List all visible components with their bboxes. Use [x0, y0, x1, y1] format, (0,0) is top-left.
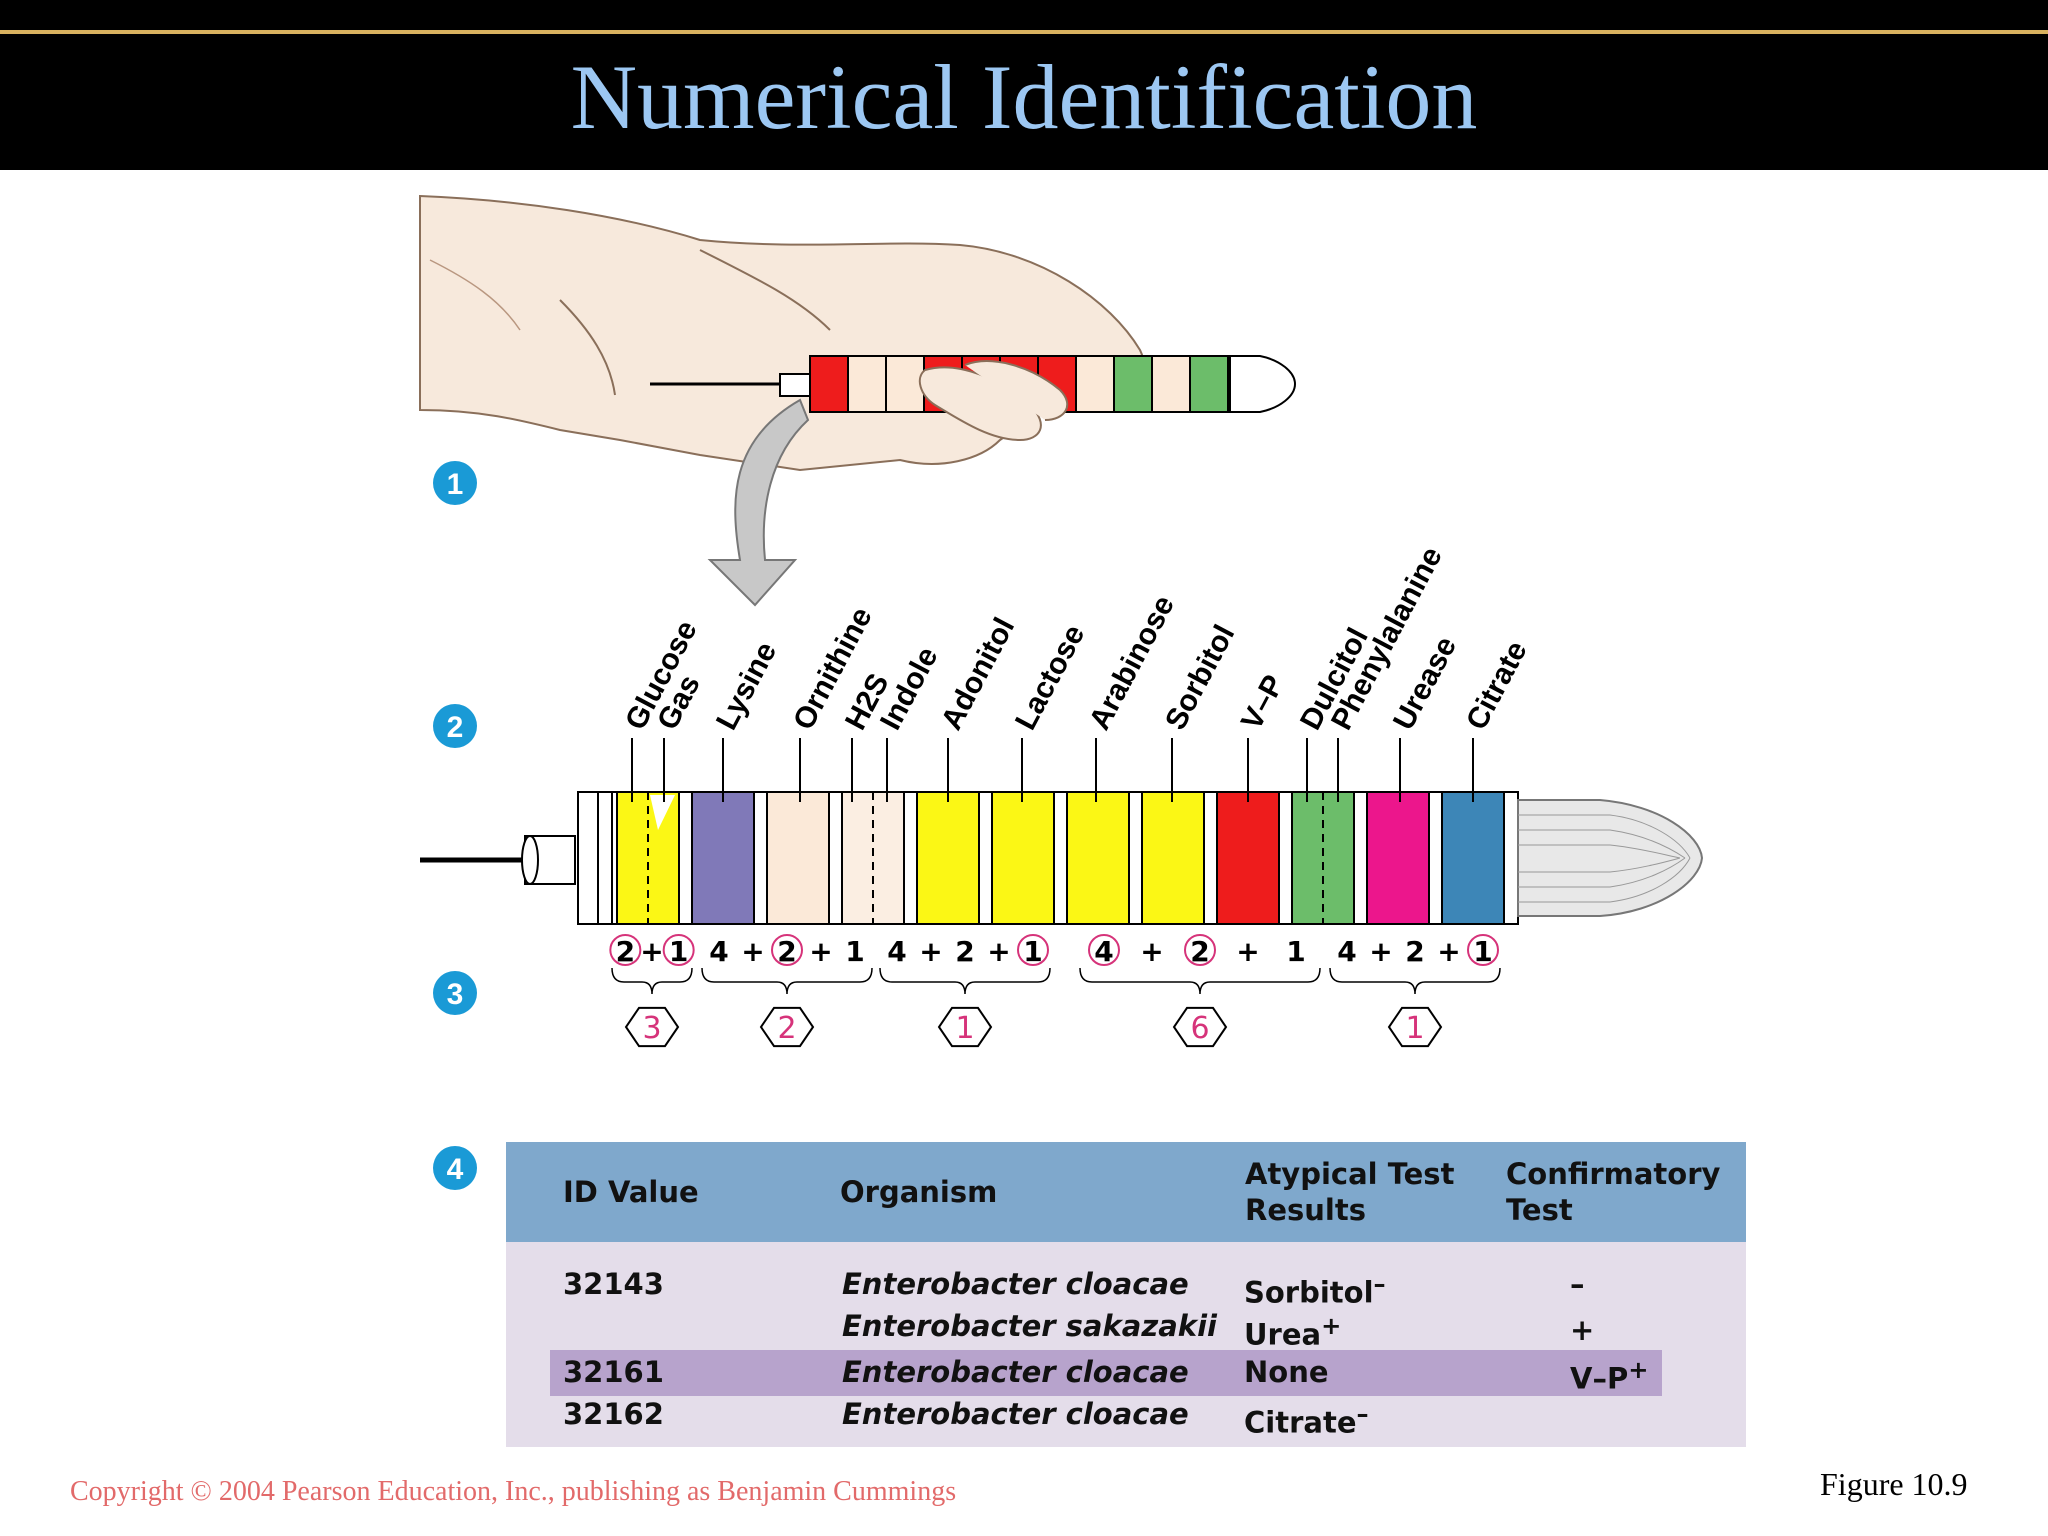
- header-confirm-line1: Confirmatory: [1506, 1156, 1720, 1192]
- table-header: ID Value Organism Atypical Test Results …: [506, 1142, 1746, 1242]
- score-token: 4: [709, 935, 728, 968]
- compartment-lactose: [992, 792, 1054, 924]
- svg-text:1: 1: [447, 468, 464, 501]
- score-brace: [1080, 968, 1320, 994]
- group-total: 6: [1190, 1011, 1209, 1046]
- score-token: +: [741, 935, 764, 968]
- cell-confirm: –: [1570, 1266, 1585, 1302]
- small-tube-segment: [1152, 356, 1190, 412]
- cell-atypical: Sorbitol–: [1244, 1266, 1386, 1311]
- score-token: 2: [1190, 935, 1209, 968]
- score-token: 1: [669, 935, 688, 968]
- header-confirm-line2: Test: [1506, 1192, 1573, 1228]
- compartment-arabinose: [1067, 792, 1129, 924]
- header-atypical-line2: Results: [1245, 1192, 1366, 1228]
- tube-inlet-cap: [598, 792, 612, 924]
- compartment-citrate: [1442, 792, 1504, 924]
- test-label: Citrate: [1460, 636, 1534, 735]
- enterotube: [420, 792, 1702, 924]
- score-token: +: [1236, 935, 1259, 968]
- cell-atypical: None: [1244, 1354, 1329, 1390]
- score-token: 1: [845, 935, 864, 968]
- step-2-badge: 2: [433, 704, 477, 748]
- score-token: +: [640, 935, 663, 968]
- score-brace: [702, 968, 872, 994]
- score-row: 2+134+2+124+2+114+2+164+2+11: [610, 935, 1500, 1046]
- step-4-badge: 4: [433, 1146, 477, 1190]
- group-total: 2: [777, 1011, 796, 1046]
- cell-id: 32161: [563, 1354, 664, 1390]
- score-token: +: [919, 935, 942, 968]
- score-token: 2: [955, 935, 974, 968]
- compartment-ornithine: [767, 792, 829, 924]
- small-tube-segment: [848, 356, 886, 412]
- test-label: Adonitol: [935, 612, 1021, 735]
- score-token: 1: [1286, 935, 1305, 968]
- cell-organism: Enterobacter cloacae: [842, 1354, 1189, 1390]
- compartment-lysine: [692, 792, 754, 924]
- header-atypical-line1: Atypical Test: [1245, 1156, 1454, 1192]
- score-brace: [612, 968, 692, 994]
- cell-organism: Enterobacter cloacae: [842, 1266, 1189, 1302]
- step-3-badge: 3: [433, 971, 477, 1015]
- cell-organism: Enterobacter sakazakii: [842, 1308, 1217, 1344]
- score-token: +: [1437, 935, 1460, 968]
- score-token: +: [987, 935, 1010, 968]
- score-token: 1: [1473, 935, 1492, 968]
- compartment-sorbitol: [1142, 792, 1204, 924]
- cell-atypical: Urea+: [1244, 1308, 1341, 1353]
- test-label: V–P: [1235, 670, 1291, 736]
- small-tube-segment: [1114, 356, 1152, 412]
- test-label: Lysine: [710, 637, 783, 735]
- small-tube-segment: [886, 356, 924, 412]
- score-token: +: [1140, 935, 1163, 968]
- group-total: 1: [955, 1011, 974, 1046]
- cell-organism: Enterobacter cloacae: [842, 1396, 1189, 1432]
- svg-text:4: 4: [447, 1153, 464, 1186]
- score-token: 1: [1023, 935, 1042, 968]
- small-tube-segment: [1076, 356, 1114, 412]
- score-brace: [880, 968, 1050, 994]
- test-label: Sorbitol: [1159, 620, 1241, 736]
- step-1-badge: 1: [433, 461, 477, 505]
- small-tube-segment: [1190, 356, 1228, 412]
- cell-id: 32162: [563, 1396, 664, 1432]
- svg-text:2: 2: [447, 711, 464, 744]
- group-total: 3: [642, 1011, 661, 1046]
- cell-atypical: Citrate–: [1244, 1396, 1369, 1441]
- score-brace: [1330, 968, 1500, 994]
- svg-text:3: 3: [447, 978, 464, 1011]
- figure-label: Figure 10.9: [1820, 1466, 1968, 1503]
- cell-id: 32143: [563, 1266, 664, 1302]
- score-token: 4: [1094, 935, 1113, 968]
- id-table: ID Value Organism Atypical Test Results …: [506, 1142, 1746, 1447]
- score-token: +: [809, 935, 832, 968]
- score-token: 2: [616, 935, 635, 968]
- compartment-urease: [1367, 792, 1429, 924]
- small-tube-segment: [810, 356, 848, 412]
- header-id-value: ID Value: [563, 1174, 699, 1210]
- score-token: 4: [1337, 935, 1356, 968]
- compartment-adonitol: [917, 792, 979, 924]
- score-token: 4: [887, 935, 906, 968]
- copyright-notice: Copyright © 2004 Pearson Education, Inc.…: [70, 1476, 956, 1508]
- test-label: Lactose: [1009, 620, 1091, 736]
- compartment-vp: [1217, 792, 1279, 924]
- score-token: 2: [777, 935, 796, 968]
- group-total: 1: [1405, 1011, 1424, 1046]
- cell-confirm: +: [1570, 1312, 1594, 1348]
- cell-confirm: V–P+: [1570, 1352, 1648, 1397]
- score-token: +: [1369, 935, 1392, 968]
- header-organism: Organism: [840, 1174, 997, 1210]
- score-token: 2: [1405, 935, 1424, 968]
